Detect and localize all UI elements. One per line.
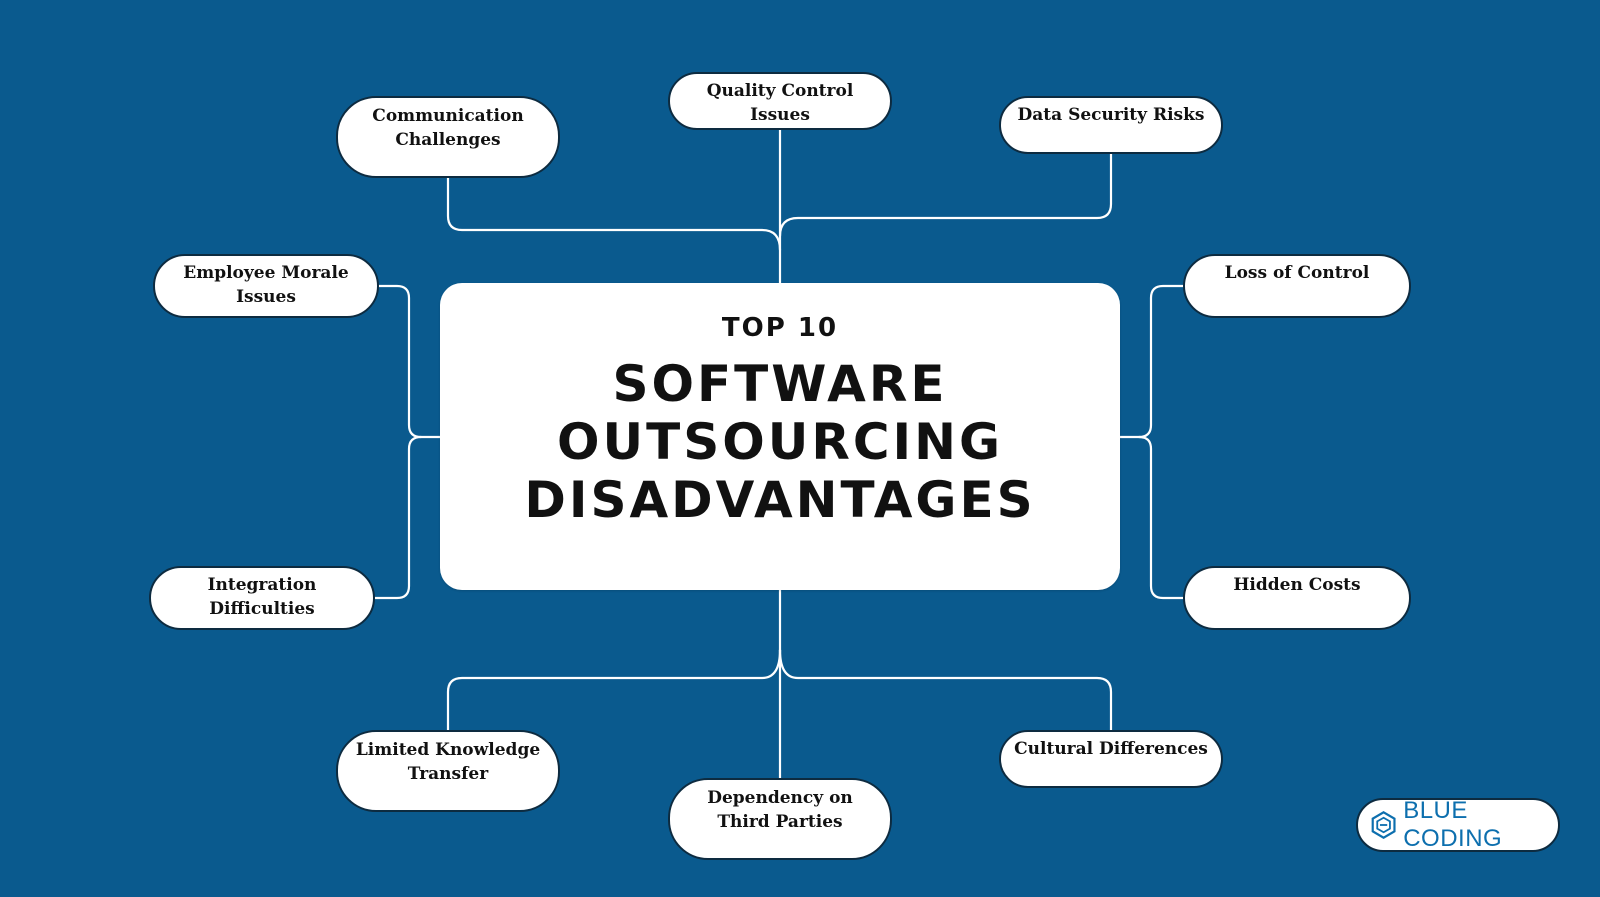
node-cultural-differences: Cultural Differences (999, 730, 1223, 788)
node-communication-challenges: Communication Challenges (336, 96, 560, 178)
title-line-3: DISADVANTAGES (524, 471, 1036, 529)
connector-communication (446, 176, 782, 252)
node-loss-of-control: Loss of Control (1183, 254, 1411, 318)
hexagon-logo-icon (1371, 811, 1396, 839)
connector-limited-knowledge (446, 648, 782, 732)
connector-cultural (778, 648, 1113, 732)
connector-data-security (778, 152, 1113, 238)
connector-employee-morale (377, 284, 442, 439)
node-quality-control-issues: Quality Control Issues (668, 72, 892, 130)
blue-coding-logo: BLUE CODING (1356, 797, 1560, 852)
title-line-1: SOFTWARE (612, 355, 948, 413)
title-kicker: TOP 10 (721, 313, 839, 343)
center-title-box: TOP 10 SOFTWARE OUTSOURCING DISADVANTAGE… (440, 283, 1120, 590)
connector-integration (373, 435, 423, 600)
connector-loss-of-control (1118, 284, 1185, 439)
node-dependency-on-third-parties: Dependency on Third Parties (668, 778, 892, 860)
node-employee-morale-issues: Employee Morale Issues (153, 254, 379, 318)
node-integration-difficulties: Integration Difficulties (149, 566, 375, 630)
connector-hidden-costs (1137, 435, 1185, 600)
node-data-security-risks: Data Security Risks (999, 96, 1223, 154)
title-line-2: OUTSOURCING (556, 413, 1003, 471)
node-limited-knowledge-transfer: Limited Knowledge Transfer (336, 730, 560, 812)
logo-text: BLUE CODING (1403, 797, 1503, 852)
node-hidden-costs: Hidden Costs (1183, 566, 1411, 630)
